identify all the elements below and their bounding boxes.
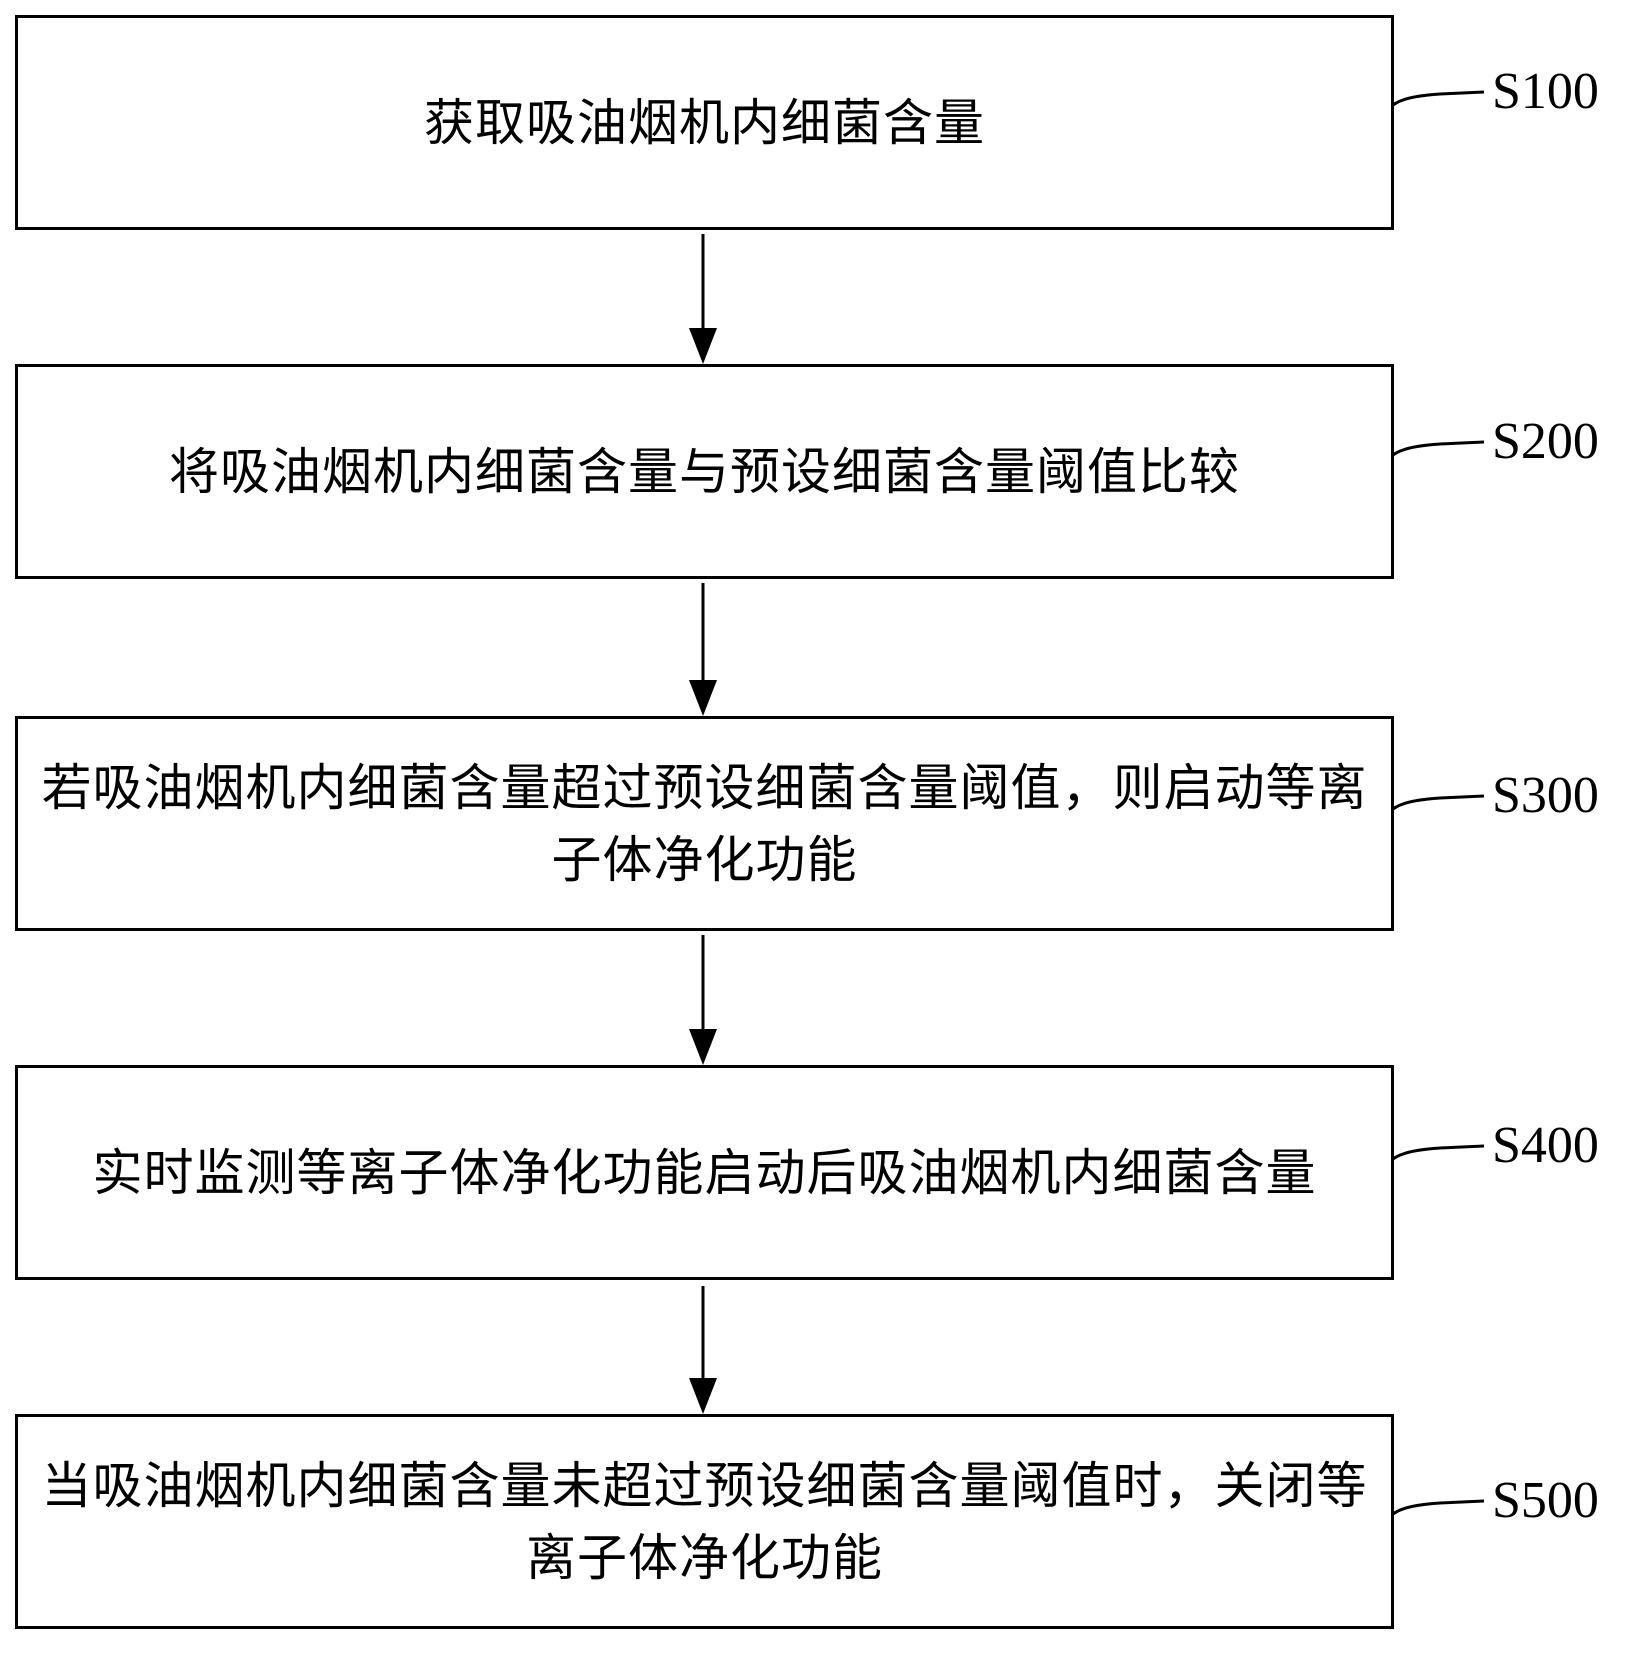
step-text-s500: 当吸油烟机内细菌含量未超过预设细菌含量阈值时，关闭等离子体净化功能	[41, 1456, 1368, 1587]
step-text-s200: 将吸油烟机内细菌含量与预设细菌含量阈值比较	[169, 442, 1240, 501]
step-label-s200: S200	[1492, 413, 1599, 470]
step-label-s300: S300	[1492, 767, 1599, 824]
step-label-s100: S100	[1492, 63, 1599, 120]
step-text-s400: 实时监测等离子体净化功能启动后吸油烟机内细菌含量	[92, 1143, 1317, 1202]
leader-s300	[1378, 794, 1485, 831]
step-box-s200: 将吸油烟机内细菌含量与预设细菌含量阈值比较	[15, 364, 1394, 579]
arrow-s100-s200	[689, 234, 717, 364]
step-label-s400: S400	[1492, 1117, 1599, 1174]
step-box-s300: 若吸油烟机内细菌含量超过预设细菌含量阈值，则启动等离子体净化功能	[15, 716, 1394, 931]
step-text-s300: 若吸油烟机内细菌含量超过预设细菌含量阈值，则启动等离子体净化功能	[41, 758, 1368, 889]
step-box-s100: 获取吸油烟机内细菌含量	[15, 15, 1394, 230]
arrow-s200-s300	[689, 583, 717, 716]
step-label-s500: S500	[1492, 1472, 1599, 1529]
step-box-s400: 实时监测等离子体净化功能启动后吸油烟机内细菌含量	[15, 1065, 1394, 1280]
leader-s100	[1378, 90, 1485, 127]
leader-s400	[1378, 1144, 1485, 1181]
leader-s500	[1378, 1499, 1485, 1536]
arrow-s400-s500	[689, 1286, 717, 1414]
step-box-s500: 当吸油烟机内细菌含量未超过预设细菌含量阈值时，关闭等离子体净化功能	[15, 1414, 1394, 1629]
leader-s200	[1378, 440, 1485, 477]
arrow-s300-s400	[689, 935, 717, 1065]
step-text-s100: 获取吸油烟机内细菌含量	[424, 93, 985, 152]
